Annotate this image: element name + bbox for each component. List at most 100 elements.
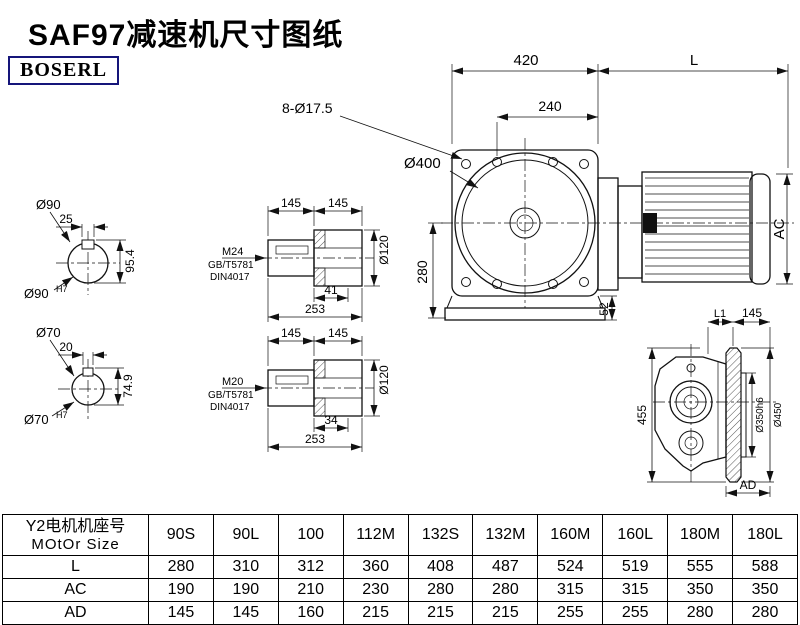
column-header: 180M [667,514,734,556]
dim-m20-std2: DIN4017 [210,402,250,413]
table-cell: 519 [602,555,669,579]
motor-size-header-en: MOtOr Size [31,535,120,553]
table-cell: 190 [148,578,214,602]
table-cell: 315 [537,578,604,602]
column-header: 132M [472,514,539,556]
motor-flange-bell [597,177,619,291]
table-cell: 215 [407,601,474,625]
gearbox-side-body [654,356,727,472]
table-cell: 350 [667,578,734,602]
dim-m20-thread: M20 [222,376,243,388]
table-cell: 190 [212,578,279,602]
dim-m24-depth: 41 [324,283,338,297]
table-cell: 230 [342,578,409,602]
table-cell: 350 [732,578,798,602]
technical-drawing: 25 Ø90 95.4 Ø90 H7 20 Ø70 74.9 Ø70 H7 [24,52,794,497]
dim-bolt-holes: 8-Ø17.5 [282,100,333,116]
dim-m20-len-b: 145 [328,326,348,340]
dim-side-flange-dia: Ø450 [773,402,784,427]
column-header: 90S [148,514,214,556]
column-header: 90L [212,514,279,556]
table-row-ac: AC 190 190 210 230 280 280 315 315 350 3… [2,578,798,602]
dim-m24-dia: Ø120 [377,235,391,265]
column-header: 160M [537,514,604,556]
dim-m20-std1: GB/T5781 [208,390,254,401]
table-cell: 280 [732,601,798,625]
table-cell: 215 [472,601,539,625]
table-cell: 555 [667,555,734,579]
table-cell: 312 [277,555,344,579]
motor-size-header-cell: Y2电机机座号 MOtOr Size [2,514,149,556]
dim-foot-height: 52 [597,302,611,316]
shaft-90-keyway [81,239,95,250]
dim-bolt-pitch: 240 [538,98,562,114]
hollow-shaft-view-m20: 145 145 Ø120 M20 GB/T5781 DIN4017 34 253 [208,326,391,452]
dim-shaft70-dia: Ø70 [36,325,61,340]
dim-shaft90-dia: Ø90 [36,197,61,212]
table-cell: 145 [212,601,279,625]
shaft-end-view-70: 20 Ø70 74.9 Ø70 H7 [24,325,135,427]
dim-shaft70-bore: Ø70 [24,412,49,427]
column-header: 180L [732,514,798,556]
column-header: 160L [602,514,669,556]
dim-m20-dia: Ø120 [377,365,391,395]
table-cell: 588 [732,555,798,579]
shaft-end-view-90: 25 Ø90 95.4 Ø90 H7 [24,197,137,301]
row-label: AC [2,578,149,602]
front-view: Ø400 420 L 240 8-Ø17.5 280 52 [282,52,794,321]
page-title: SAF97减速机尺寸图纸 [28,19,344,52]
dim-flange-dia: Ø400 [404,155,441,172]
motor-size-header-cn: Y2电机机座号 [25,517,126,535]
table-cell: 408 [407,555,474,579]
table-row-l: L 280 310 312 360 408 487 524 519 555 58… [2,555,798,579]
motor-fan-cowl [749,173,771,285]
dim-shaft90-bore-tol: H7 [56,284,68,294]
table-cell: 145 [148,601,214,625]
dim-m24-thread: M24 [222,246,243,258]
dim-spigot-dia: Ø350h6 [755,397,766,433]
dim-housing-width: 420 [513,52,538,69]
table-cell: 310 [212,555,279,579]
table-cell: 487 [472,555,539,579]
row-label: L [2,555,149,579]
flange-spigot [740,372,747,458]
dim-m24-std1: GB/T5781 [208,260,254,271]
output-side-view: L1 145 455 Ø350h6 Ø450 AD [635,306,784,497]
dim-shaft70-bore-tol: H7 [56,410,68,420]
dim-m24-total: 253 [305,302,325,316]
table-cell: 210 [277,578,344,602]
dim-m20-depth: 34 [324,413,338,427]
dim-side-height: 455 [635,405,649,425]
dim-side-len: 145 [742,306,762,320]
dim-m20-total: 253 [305,432,325,446]
dim-m24-std2: DIN4017 [210,272,250,283]
dim-shaft90-bore: Ø90 [24,286,49,301]
shaft-70-keyway [82,367,94,377]
dim-m20-len-a: 145 [281,326,301,340]
column-header: 112M [342,514,409,556]
table-cell: 280 [667,601,734,625]
hollow-shaft-view-m24: 145 145 Ø120 M24 GB/T5781 DIN4017 41 253 [208,196,391,322]
output-flange [725,347,742,483]
table-cell: 215 [342,601,409,625]
dim-side-l1: L1 [714,308,726,320]
column-header: 100 [277,514,344,556]
dim-shaft70-keywidth: 20 [59,340,73,354]
row-label: AD [2,601,149,625]
dim-motor-length: L [690,52,698,69]
table-cell: 315 [602,578,669,602]
brand-logo-text: BOSERL [20,59,108,81]
motor-body [641,171,753,283]
dim-side-ad: AD [740,478,757,492]
table-row-ad: AD 145 145 160 215 215 215 255 255 280 2… [2,601,798,625]
dim-shaft90-height: 95.4 [123,249,137,273]
motor-coupling [643,213,657,233]
dim-shaft70-height: 74.9 [121,374,135,398]
table-cell: 160 [277,601,344,625]
brand-logo: BOSERL [8,56,120,85]
column-header: 132S [407,514,474,556]
table-header-row: Y2电机机座号 MOtOr Size 90S 90L 100 112M 132S… [2,514,798,556]
table-cell: 280 [472,578,539,602]
table-cell: 255 [537,601,604,625]
dim-center-height: 280 [414,260,430,284]
